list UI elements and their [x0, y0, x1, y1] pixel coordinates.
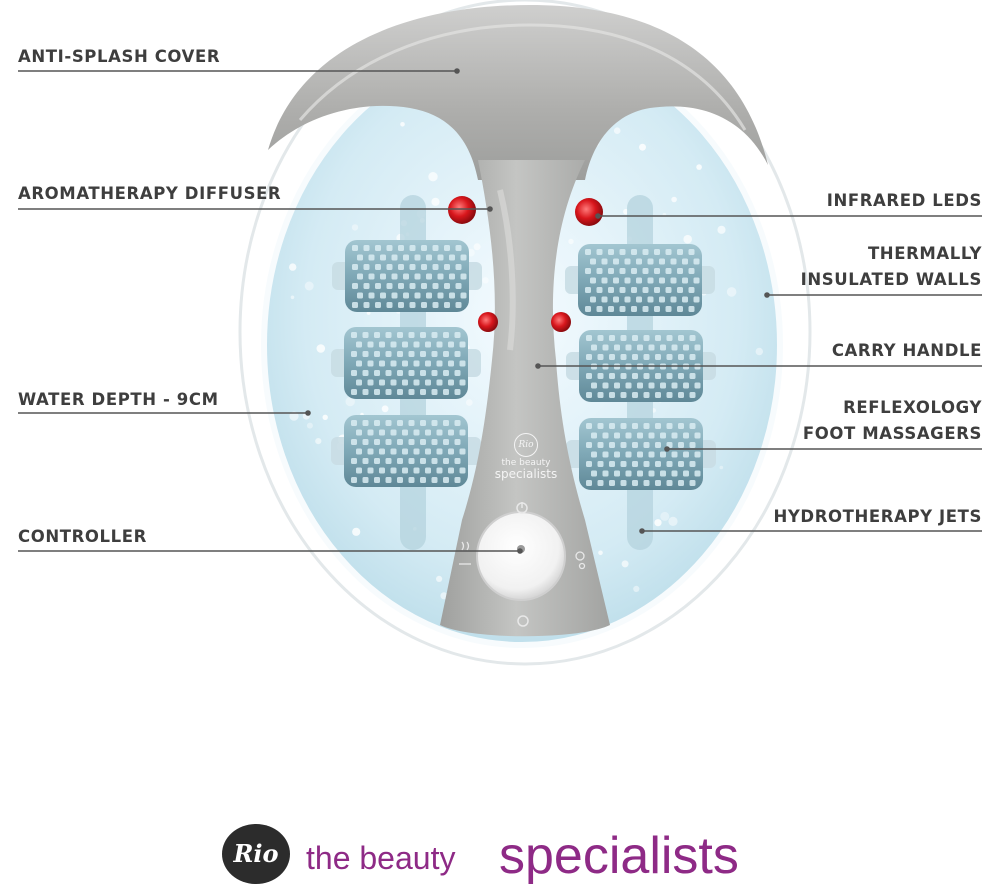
- bubble: [671, 196, 677, 203]
- bubble: [482, 277, 489, 284]
- bubble: [466, 399, 473, 406]
- bubble: [352, 527, 361, 536]
- label-carry-handle: CARRY HANDLE: [831, 341, 982, 360]
- leader-dot: [305, 410, 311, 416]
- bubble: [719, 465, 724, 470]
- massage-roller: [331, 415, 481, 487]
- reflexology-rollers: [331, 240, 716, 490]
- bubble: [345, 396, 355, 407]
- leader-dot: [454, 68, 460, 74]
- bubble: [431, 197, 440, 206]
- massage-roller: [331, 327, 481, 399]
- brand-footer: Rio the beauty specialists: [222, 822, 802, 886]
- bubble: [322, 414, 328, 420]
- bubble: [306, 422, 313, 429]
- brand-tagline-part2: specialists: [499, 827, 739, 885]
- infrared-led-mid-left: [478, 312, 498, 332]
- label-reflexology-line1: REFLEXOLOGY: [843, 398, 982, 417]
- device-brand-badge: Rio the beauty specialists: [486, 433, 566, 481]
- bubble: [568, 238, 574, 245]
- infrared-led-top-right: [575, 198, 603, 226]
- bubble: [755, 347, 763, 356]
- leader-dot: [664, 446, 670, 452]
- label-hydrotherapy-jets: HYDROTHERAPY JETS: [773, 507, 982, 526]
- bubble: [717, 225, 726, 234]
- bubble: [436, 575, 443, 583]
- leader-dot: [517, 548, 523, 554]
- bubble: [654, 519, 662, 527]
- carry-handle: [440, 160, 610, 637]
- bubble: [639, 143, 646, 151]
- bubble: [304, 281, 314, 291]
- bubble: [683, 234, 692, 244]
- label-thermally-line2: INSULATED WALLS: [800, 270, 982, 289]
- brand-tagline-part1: the beauty: [306, 840, 456, 876]
- bubble: [660, 511, 670, 521]
- device-rio-logo: Rio: [514, 433, 538, 457]
- bubble: [400, 122, 405, 127]
- controller: [459, 502, 586, 627]
- device-badge-line1: the beauty: [501, 458, 551, 468]
- infrared-led-top-left: [448, 196, 476, 224]
- label-reflexology-foot-massagers: REFLEXOLOGY FOOT MASSAGERS: [803, 395, 982, 447]
- light-icon: [517, 615, 529, 627]
- massage-roller: [566, 418, 716, 490]
- bubble: [613, 127, 621, 134]
- bubble: [289, 263, 297, 271]
- anti-splash-cover: [268, 5, 768, 180]
- bubble: [668, 516, 678, 527]
- massage-roller: [332, 240, 482, 312]
- bubble: [316, 344, 326, 353]
- bubble: [726, 287, 737, 297]
- leader-dot: [639, 528, 645, 534]
- controller-dial[interactable]: [476, 511, 566, 601]
- callout-leader-lines: [18, 68, 982, 554]
- label-thermally-insulated-walls: THERMALLY INSULATED WALLS: [801, 241, 982, 293]
- leader-dot: [764, 292, 770, 298]
- massage-roller: [565, 244, 715, 316]
- handle-highlight: [497, 189, 516, 351]
- bubble: [621, 560, 629, 568]
- bubble-mode-icon: [575, 551, 586, 570]
- leader-dot: [595, 213, 601, 219]
- label-anti-splash-cover: ANTI-SPLASH COVER: [18, 47, 221, 66]
- brand-rio-logo: Rio: [222, 824, 290, 884]
- leader-dot: [487, 206, 493, 212]
- infrared-led-mid-right: [551, 312, 571, 332]
- label-reflexology-line2: FOOT MASSAGERS: [802, 424, 982, 443]
- bubble: [598, 550, 603, 556]
- bubble: [381, 405, 389, 413]
- bubble: [366, 311, 371, 315]
- label-thermally-line1: THERMALLY: [867, 244, 982, 263]
- label-infrared-leds: INFRARED LEDS: [826, 191, 982, 210]
- cover-highlight: [298, 23, 747, 131]
- label-aromatherapy-diffuser: AROMATHERAPY DIFFUSER: [18, 184, 282, 203]
- bubble: [696, 164, 702, 170]
- label-water-depth: WATER DEPTH - 9CM: [18, 390, 219, 409]
- bubble: [473, 243, 481, 251]
- label-controller: CONTROLLER: [18, 527, 147, 546]
- bubble: [315, 438, 322, 445]
- bubble: [289, 411, 299, 421]
- bubble: [633, 585, 640, 593]
- bubble: [351, 224, 359, 231]
- heat-mode-icon: [459, 541, 471, 565]
- bubble: [290, 295, 295, 300]
- leader-dot: [535, 363, 541, 369]
- bubble: [428, 172, 438, 182]
- device-badge-line2: specialists: [494, 467, 558, 481]
